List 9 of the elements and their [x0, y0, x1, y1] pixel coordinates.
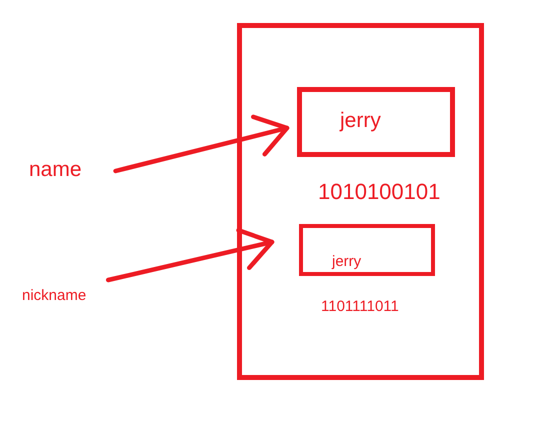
address-label: 1101111011 [321, 298, 399, 316]
variable-name: nickname [22, 287, 86, 305]
address-label: 1010100101 [318, 179, 440, 205]
variable-name: name [29, 157, 82, 183]
value-box: jerry [297, 87, 455, 157]
arrow [113, 114, 290, 174]
value-box: jerry [299, 224, 435, 276]
memory-frame [237, 23, 484, 380]
arrow [106, 228, 274, 282]
